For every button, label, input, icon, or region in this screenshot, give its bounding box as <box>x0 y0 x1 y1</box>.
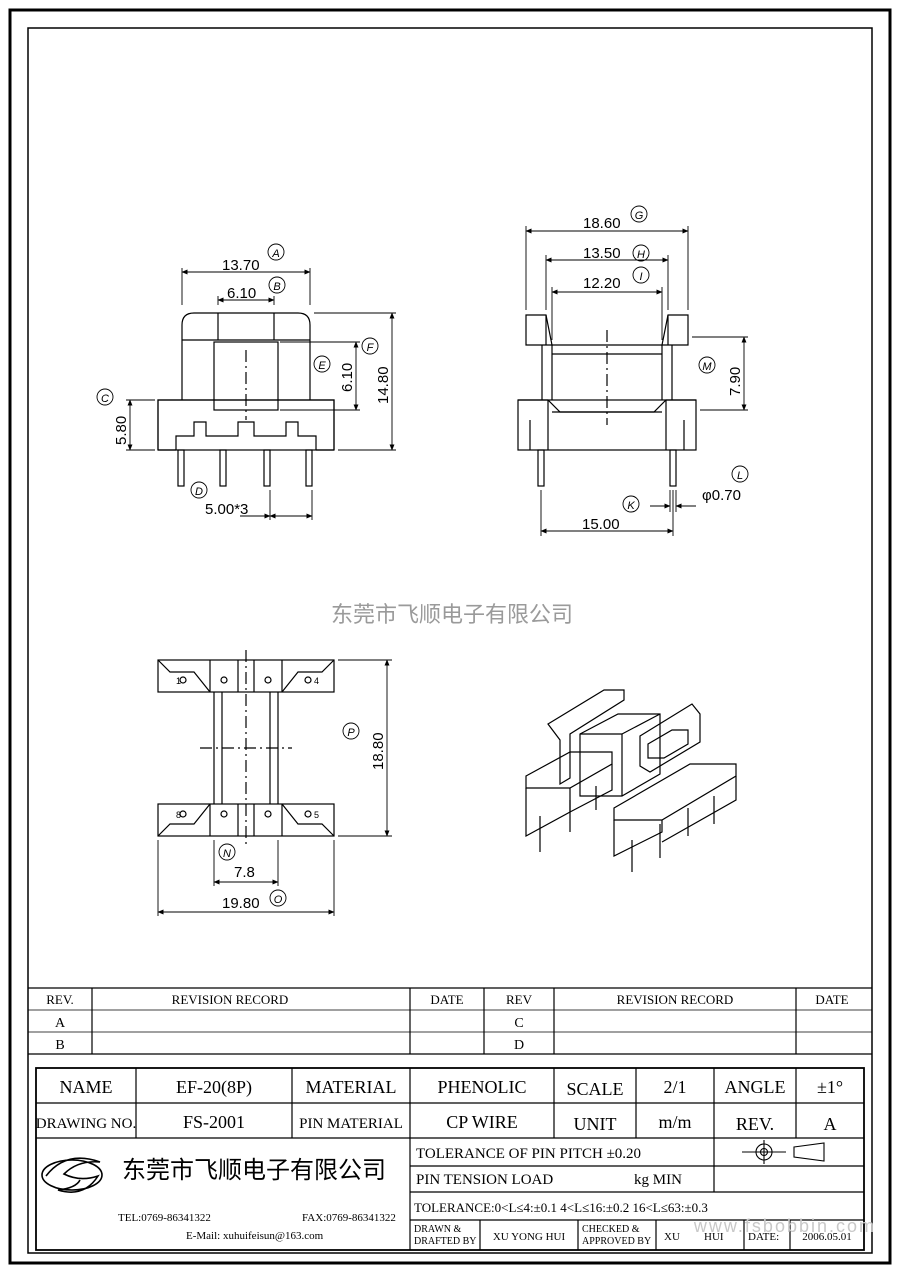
angle-value: ±1° <box>817 1077 843 1097</box>
projection-symbol <box>742 1140 825 1164</box>
drawing-no-value: FS-2001 <box>183 1112 245 1132</box>
dim-h: 13.50 <box>583 245 621 262</box>
dim-g: 18.60 <box>583 215 621 232</box>
pin-tension-unit: kg MIN <box>634 1172 682 1188</box>
callout-b: B <box>273 281 280 293</box>
dim-a: 13.70 <box>222 257 260 274</box>
callout-f: F <box>367 342 375 354</box>
checked-label-line2: APPROVED BY <box>582 1236 651 1247</box>
outer-frame <box>8 8 892 1265</box>
side-view-dims <box>525 226 748 536</box>
material-value: PHENOLIC <box>438 1077 527 1097</box>
drawing-no-label: DRAWING NO. <box>36 1116 136 1132</box>
checked-by-value-2: HUI <box>704 1231 724 1243</box>
unit-value: m/m <box>658 1112 691 1132</box>
checked-by-value-1: XU <box>664 1231 680 1243</box>
dim-f: 14.80 <box>375 366 392 404</box>
pin-4-label: 4 <box>314 676 319 686</box>
callout-p: P <box>347 727 355 739</box>
date-header: DATE <box>430 992 463 1007</box>
front-view <box>157 312 335 487</box>
date-value: 2006.05.01 <box>802 1231 852 1243</box>
rev-header-2: REV <box>506 992 533 1007</box>
dim-c: 5.80 <box>113 416 130 445</box>
callout-m: M <box>702 361 712 373</box>
dim-e: 6.10 <box>339 363 356 392</box>
name-label: NAME <box>60 1077 113 1097</box>
callout-a: A <box>271 248 279 260</box>
callout-h: H <box>637 249 645 261</box>
dim-l: φ0.70 <box>702 487 741 504</box>
pin-material-value: CP WIRE <box>446 1112 518 1132</box>
pin-8-label: 8 <box>176 810 181 820</box>
dim-d: 5.00*3 <box>205 501 248 518</box>
rev-header: REV. <box>46 992 74 1007</box>
callout-o: O <box>274 894 283 906</box>
email: E-Mail: xuhuifeisun@163.com <box>186 1230 324 1242</box>
fax: FAX:0769-86341322 <box>302 1212 396 1224</box>
bottom-view <box>157 650 335 846</box>
rev-label: REV. <box>736 1114 774 1134</box>
drawn-by-value: XU YONG HUI <box>493 1231 566 1243</box>
dim-p: 18.80 <box>370 732 387 770</box>
revision-record-header: REVISION RECORD <box>172 992 289 1007</box>
angle-label: ANGLE <box>725 1077 786 1097</box>
title-block <box>35 1067 865 1251</box>
callout-l: L <box>737 470 743 482</box>
name-value: EF-20(8P) <box>176 1077 252 1098</box>
scale-label: SCALE <box>566 1079 623 1099</box>
revision-record-header-2: REVISION RECORD <box>617 992 734 1007</box>
site-watermark: www.fsbobbin.com <box>693 1216 876 1236</box>
dim-o: 19.80 <box>222 895 260 912</box>
rev-c: C <box>514 1016 523 1031</box>
pin-material-label: PIN MATERIAL <box>299 1116 403 1132</box>
dim-i: 12.20 <box>583 275 621 292</box>
dim-m: 7.90 <box>727 367 744 396</box>
general-tolerance: TOLERANCE:0<L≤4:±0.1 4<L≤16:±0.2 16<L≤63… <box>414 1200 708 1215</box>
pin-5-label: 5 <box>314 810 319 820</box>
checked-label-line1: CHECKED & <box>582 1224 640 1235</box>
revision-table <box>28 987 872 1055</box>
tolerance-pin-pitch: TOLERANCE OF PIN PITCH ±0.20 <box>416 1146 641 1162</box>
rev-value: A <box>824 1114 837 1134</box>
isometric-view <box>525 689 737 872</box>
dim-n: 7.8 <box>234 864 255 881</box>
dim-k: 15.00 <box>582 516 620 533</box>
pin-tension-load: PIN TENSION LOAD <box>416 1172 553 1188</box>
unit-label: UNIT <box>574 1114 617 1134</box>
company-logo <box>41 1157 103 1193</box>
callout-c: C <box>101 393 109 405</box>
callout-i: I <box>639 271 642 283</box>
telephone: TEL:0769-86341322 <box>118 1212 211 1224</box>
rev-a: A <box>55 1016 66 1031</box>
rev-d: D <box>514 1038 524 1053</box>
company-name: 东莞市飞顺电子有限公司 <box>122 1157 386 1184</box>
scale-value: 2/1 <box>663 1077 686 1097</box>
callout-n: N <box>223 848 231 860</box>
front-view-dims <box>126 268 396 520</box>
pin-1-label: 1 <box>176 676 181 686</box>
date-header-2: DATE <box>815 992 848 1007</box>
company-watermark: 东莞市飞顺电子有限公司 <box>331 602 573 627</box>
material-label: MATERIAL <box>306 1077 397 1097</box>
side-view <box>517 314 697 487</box>
inner-frame <box>27 27 873 1254</box>
drawn-label-line1: DRAWN & <box>414 1224 461 1235</box>
callout-k: K <box>627 500 635 512</box>
bottom-view-dims <box>157 659 392 916</box>
date-label: DATE: <box>748 1231 779 1243</box>
rev-b: B <box>55 1038 64 1053</box>
callout-e: E <box>318 360 326 372</box>
drawn-label-line2: DRAFTED BY <box>414 1236 477 1247</box>
callout-d: D <box>195 486 203 498</box>
callout-g: G <box>635 210 644 222</box>
dim-b: 6.10 <box>227 285 256 302</box>
